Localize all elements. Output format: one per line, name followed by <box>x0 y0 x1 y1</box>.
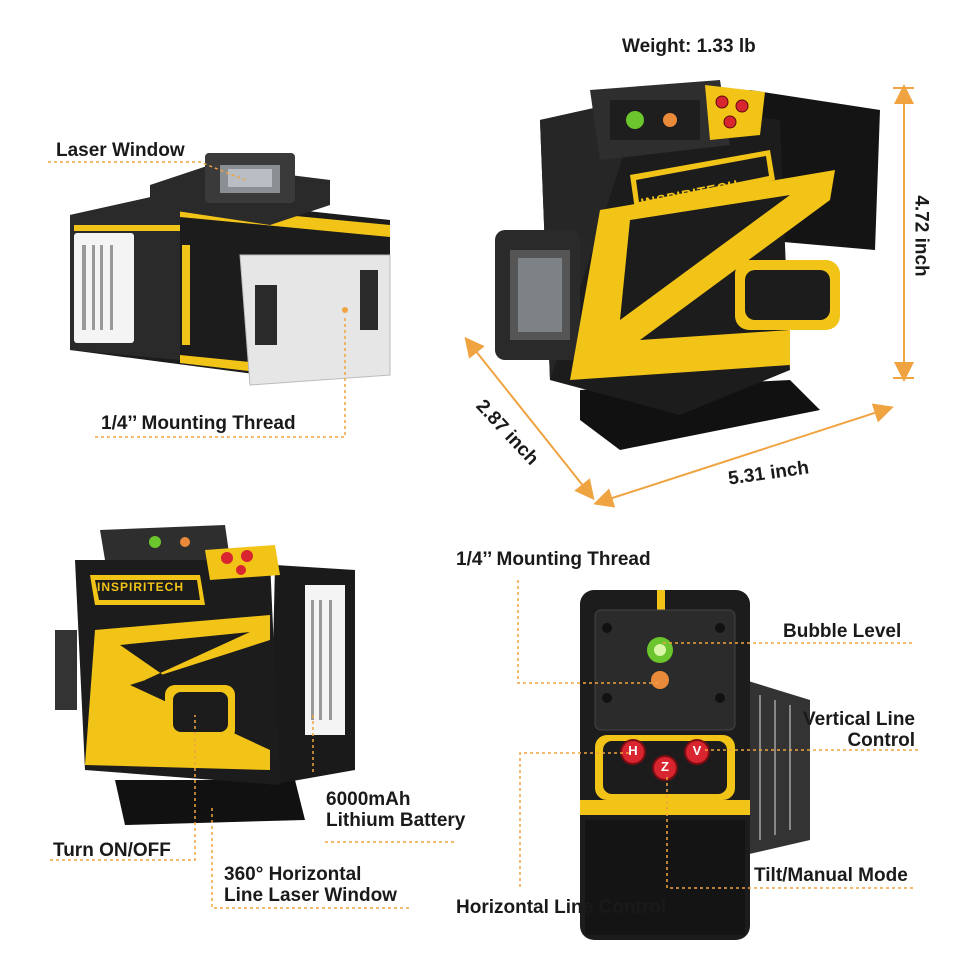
height-dimension: 4.72 inch <box>910 195 932 277</box>
laser-level-main-view <box>495 80 880 450</box>
tilt-mode-button[interactable]: Z <box>661 759 669 774</box>
weight-label: Weight: 1.33 lb <box>622 36 756 57</box>
laser-level-side-view <box>70 153 391 386</box>
horizontal-window-label: 360° Horizontal Line Laser Window <box>224 864 397 906</box>
battery-type: Lithium Battery <box>326 810 466 831</box>
vertical-line-control-line2: Control <box>847 730 915 751</box>
vertical-line-button[interactable]: V <box>692 743 702 758</box>
battery-label: 6000mAh Lithium Battery <box>326 789 465 831</box>
laser-window-label: Laser Window <box>56 140 185 161</box>
laser-level-front-view <box>55 525 355 825</box>
horizontal-line-button[interactable]: H <box>628 743 638 758</box>
vertical-line-control-line1: Vertical Line <box>803 709 915 730</box>
horizontal-window-line1: 360° Horizontal <box>224 864 362 885</box>
mounting-thread-top-label: 1/4’’ Mounting Thread <box>101 413 296 434</box>
brand-logo-front: INSPIRITECH <box>97 580 185 594</box>
mounting-thread-bottom-label: 1/4’’ Mounting Thread <box>456 549 651 570</box>
turn-on-off-label: Turn ON/OFF <box>53 840 171 861</box>
laser-level-top-view <box>580 590 810 940</box>
tilt-manual-label: Tilt/Manual Mode <box>754 865 908 886</box>
vertical-line-control-label: Vertical Line Control <box>760 709 915 751</box>
bubble-level-label: Bubble Level <box>783 621 902 642</box>
battery-capacity: 6000mAh <box>326 789 411 810</box>
horizontal-window-line2: Line Laser Window <box>224 885 397 906</box>
horizontal-line-control-label: Horizontal Line Control <box>456 897 667 918</box>
